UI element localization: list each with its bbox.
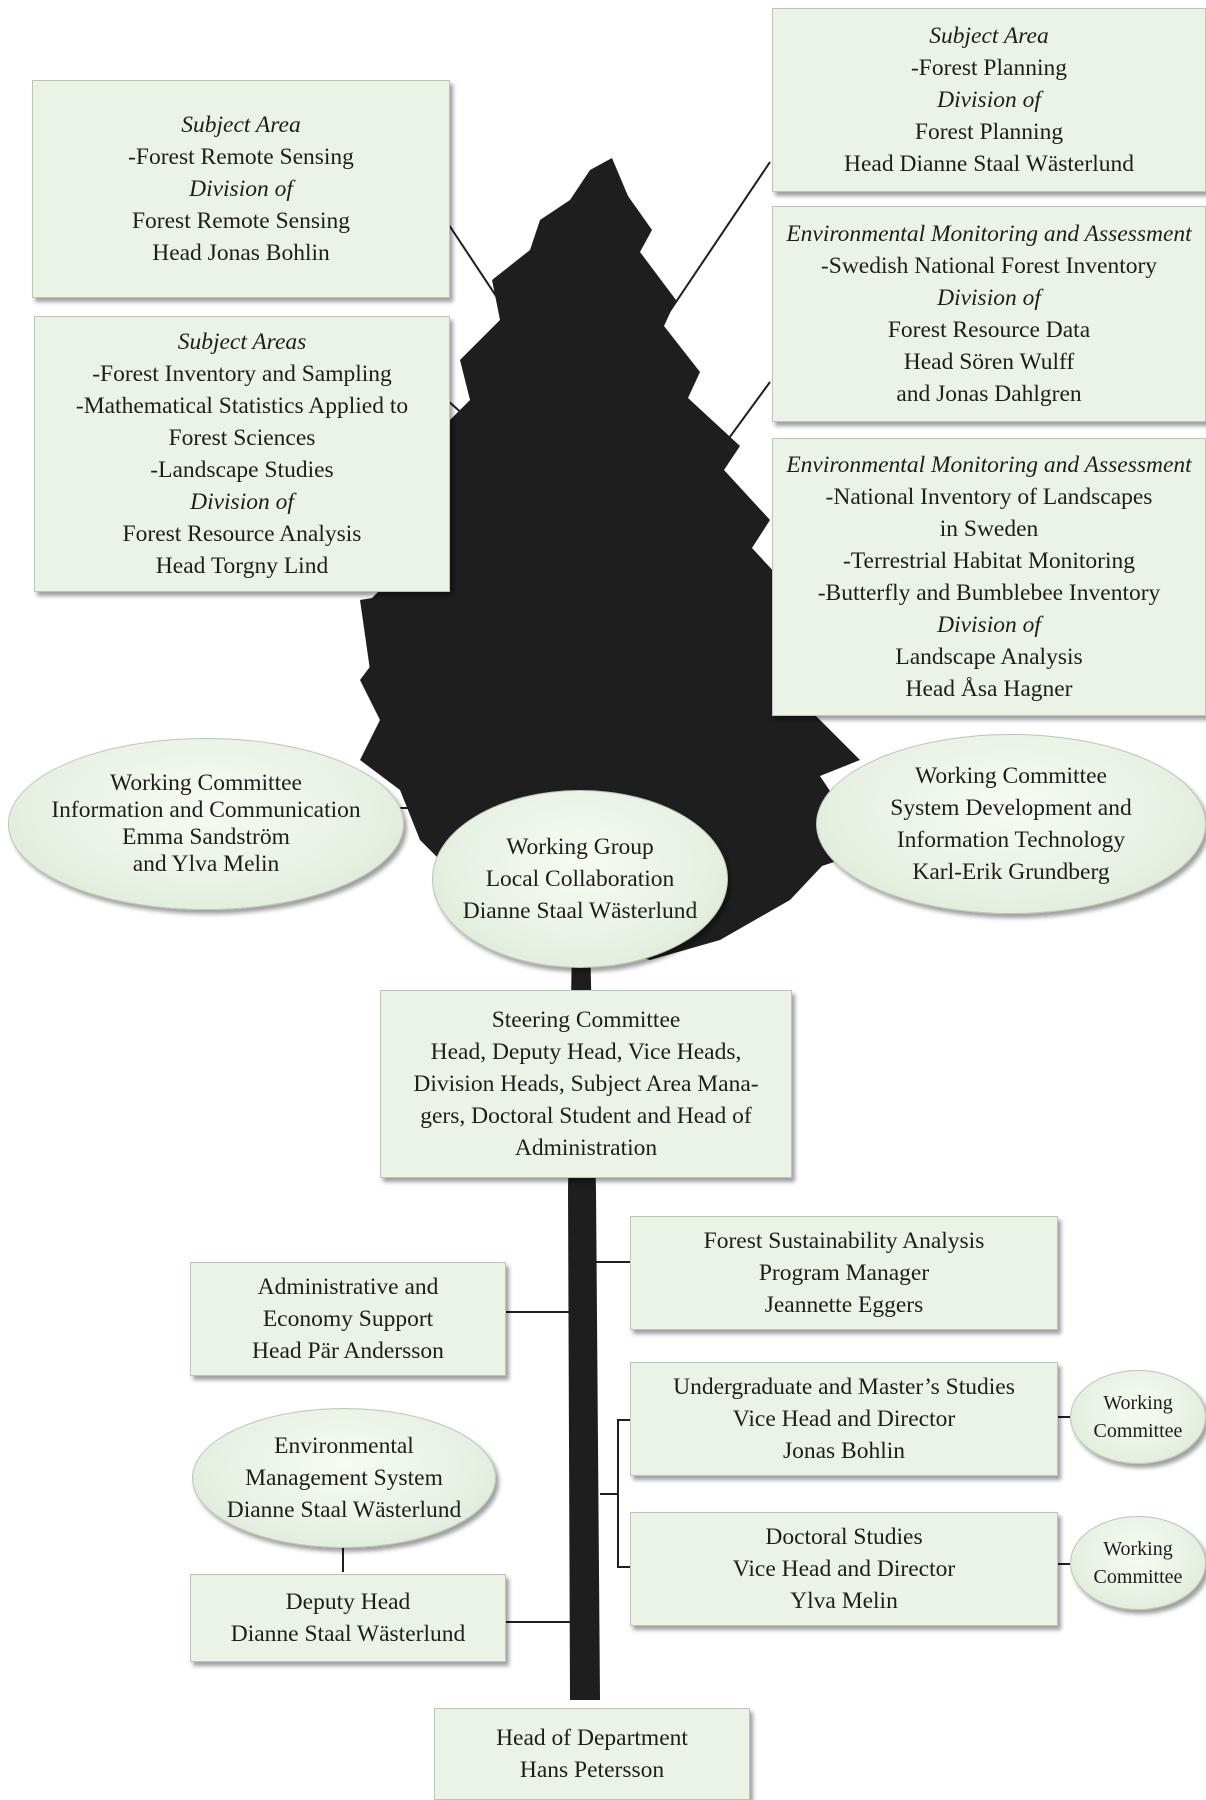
connector-resource-data xyxy=(639,381,771,561)
label-division-of: Division of xyxy=(190,489,294,515)
unit-line: Jonas Bohlin xyxy=(782,1438,906,1464)
connector-forest-planning xyxy=(589,161,771,431)
deputy-head: Deputy Head Dianne Staal Wästerlund xyxy=(190,1574,506,1662)
subject-area-item: -National Inventory of Landscapes xyxy=(825,484,1153,510)
steering-line: Administration xyxy=(514,1135,658,1161)
connector-studies-bracket xyxy=(617,1419,630,1568)
unit-line: Deputy Head xyxy=(285,1589,411,1615)
unit-line: Undergraduate and Master’s Studies xyxy=(673,1374,1015,1400)
oval-line: Committee xyxy=(1093,1420,1183,1442)
label-environmental-monitoring: Environmental Monitoring and Assessment xyxy=(786,221,1192,247)
unit-line: Economy Support xyxy=(262,1306,434,1332)
label-subject-area: Subject Area xyxy=(181,112,301,138)
label-division-of: Division of xyxy=(937,285,1041,311)
label-subject-areas: Subject Areas xyxy=(177,329,307,355)
administrative-economy-support: Administrative and Economy Support Head … xyxy=(190,1262,506,1376)
unit-line: Ylva Melin xyxy=(790,1588,898,1614)
division-head: Head Sören Wulff xyxy=(903,349,1075,375)
connector-resource-analysis xyxy=(446,399,561,501)
steering-line: gers, Doctoral Student and Head of xyxy=(420,1103,752,1129)
working-group-local-collaboration: Working Group Local Collaboration Dianne… xyxy=(432,790,728,968)
division-forest-resource-analysis: Subject Areas -Forest Inventory and Samp… xyxy=(34,316,450,592)
connector-remote-sensing xyxy=(446,221,566,401)
division-head: Head Jonas Bohlin xyxy=(152,240,330,266)
label-division-of: Division of xyxy=(189,176,293,202)
unit-line: Vice Head and Director xyxy=(732,1556,956,1582)
oval-line: Information Technology xyxy=(896,827,1126,853)
subject-area-item: -Forest Planning xyxy=(910,55,1067,81)
oval-line: Environmental xyxy=(274,1433,414,1459)
head-of-department: Head of Department Hans Petersson xyxy=(434,1708,750,1800)
label-subject-area: Subject Area xyxy=(929,23,1049,49)
division-name: Forest Remote Sensing xyxy=(131,208,351,234)
unit-line: Administrative and xyxy=(257,1274,439,1300)
oval-line: System Development and xyxy=(890,795,1132,821)
subject-area-item: -Forest Remote Sensing xyxy=(128,144,354,170)
oval-line: Karl-Erik Grundberg xyxy=(912,859,1110,885)
oval-line: Working xyxy=(1103,1392,1173,1414)
forest-sustainability-analysis: Forest Sustainability Analysis Program M… xyxy=(630,1216,1058,1330)
oval-line: Management System xyxy=(245,1465,443,1491)
connector-landscape-analysis xyxy=(639,567,771,721)
unit-line: Forest Sustainability Analysis xyxy=(703,1228,985,1254)
subject-area-item: Forest Sciences xyxy=(168,425,316,451)
oval-line: Working Committee xyxy=(110,770,302,796)
oval-line: Working Group xyxy=(506,834,654,860)
division-head: Head Åsa Hagner xyxy=(905,676,1073,702)
division-landscape-analysis: Environmental Monitoring and Assessment … xyxy=(772,438,1206,716)
unit-line: Dianne Staal Wästerlund xyxy=(230,1621,466,1647)
subject-area-item: -Terrestrial Habitat Monitoring xyxy=(842,548,1136,574)
doctoral-studies: Doctoral Studies Vice Head and Director … xyxy=(630,1512,1058,1626)
subject-area-item: -Mathematical Statistics Applied to xyxy=(75,393,409,419)
unit-line: Hans Petersson xyxy=(519,1757,665,1783)
unit-line: Doctoral Studies xyxy=(765,1524,923,1550)
label-environmental-monitoring: Environmental Monitoring and Assessment xyxy=(786,452,1192,478)
division-name: Forest Resource Analysis xyxy=(122,521,362,547)
working-committee-system-development: Working Committee System Development and… xyxy=(816,734,1206,914)
unit-line: Jeannette Eggers xyxy=(764,1292,924,1318)
unit-line: Vice Head and Director xyxy=(732,1406,956,1432)
environmental-management-system: Environmental Management System Dianne S… xyxy=(192,1408,496,1548)
division-head: Head Torgny Lind xyxy=(155,553,329,579)
oval-line: Committee xyxy=(1093,1566,1183,1588)
division-forest-remote-sensing: Subject Area -Forest Remote Sensing Divi… xyxy=(32,80,450,298)
oval-line: Local Collaboration xyxy=(485,866,675,892)
label-division-of: Division of xyxy=(937,612,1041,638)
oval-line: and Ylva Melin xyxy=(132,851,280,877)
division-name: Landscape Analysis xyxy=(895,644,1083,670)
tree-branch-left-lower xyxy=(360,590,460,680)
oval-line: Working Committee xyxy=(915,763,1107,789)
division-forest-resource-data: Environmental Monitoring and Assessment … xyxy=(772,206,1206,422)
steering-committee: Steering Committee Head, Deputy Head, Vi… xyxy=(380,990,792,1178)
oval-line: Dianne Staal Wästerlund xyxy=(462,898,698,924)
oval-line: Information and Communication xyxy=(51,797,361,823)
subject-area-item: -Landscape Studies xyxy=(150,457,334,483)
division-head: and Jonas Dahlgren xyxy=(896,381,1082,407)
working-committee-undergraduate: Working Committee xyxy=(1070,1370,1206,1464)
working-committee-doctoral: Working Committee xyxy=(1070,1516,1206,1610)
steering-title: Steering Committee xyxy=(491,1007,681,1033)
unit-line: Program Manager xyxy=(758,1260,930,1286)
oval-line: Working xyxy=(1103,1538,1173,1560)
division-forest-planning: Subject Area -Forest Planning Division o… xyxy=(772,8,1206,192)
oval-line: Dianne Staal Wästerlund xyxy=(226,1497,462,1523)
subject-area-item: in Sweden xyxy=(939,516,1039,542)
working-committee-information-communication: Working Committee Information and Commun… xyxy=(8,738,404,910)
unit-line: Head Pär Andersson xyxy=(252,1338,444,1364)
undergraduate-masters-studies: Undergraduate and Master’s Studies Vice … xyxy=(630,1362,1058,1476)
subject-area-item: -Butterfly and Bumblebee Inventory xyxy=(817,580,1161,606)
division-name: Forest Planning xyxy=(914,119,1064,145)
tree-crown xyxy=(360,158,860,960)
subject-area-item: -Forest Inventory and Sampling xyxy=(92,361,392,387)
steering-line: Division Heads, Subject Area Mana- xyxy=(413,1071,759,1097)
subject-area-item: -Swedish National Forest Inventory xyxy=(820,253,1158,279)
oval-line: Emma Sandström xyxy=(122,824,290,850)
unit-line: Head of Department xyxy=(496,1725,688,1751)
label-division-of: Division of xyxy=(937,87,1041,113)
division-name: Forest Resource Data xyxy=(887,317,1091,343)
division-head: Head Dianne Staal Wästerlund xyxy=(844,151,1134,177)
steering-line: Head, Deputy Head, Vice Heads, xyxy=(430,1039,742,1065)
